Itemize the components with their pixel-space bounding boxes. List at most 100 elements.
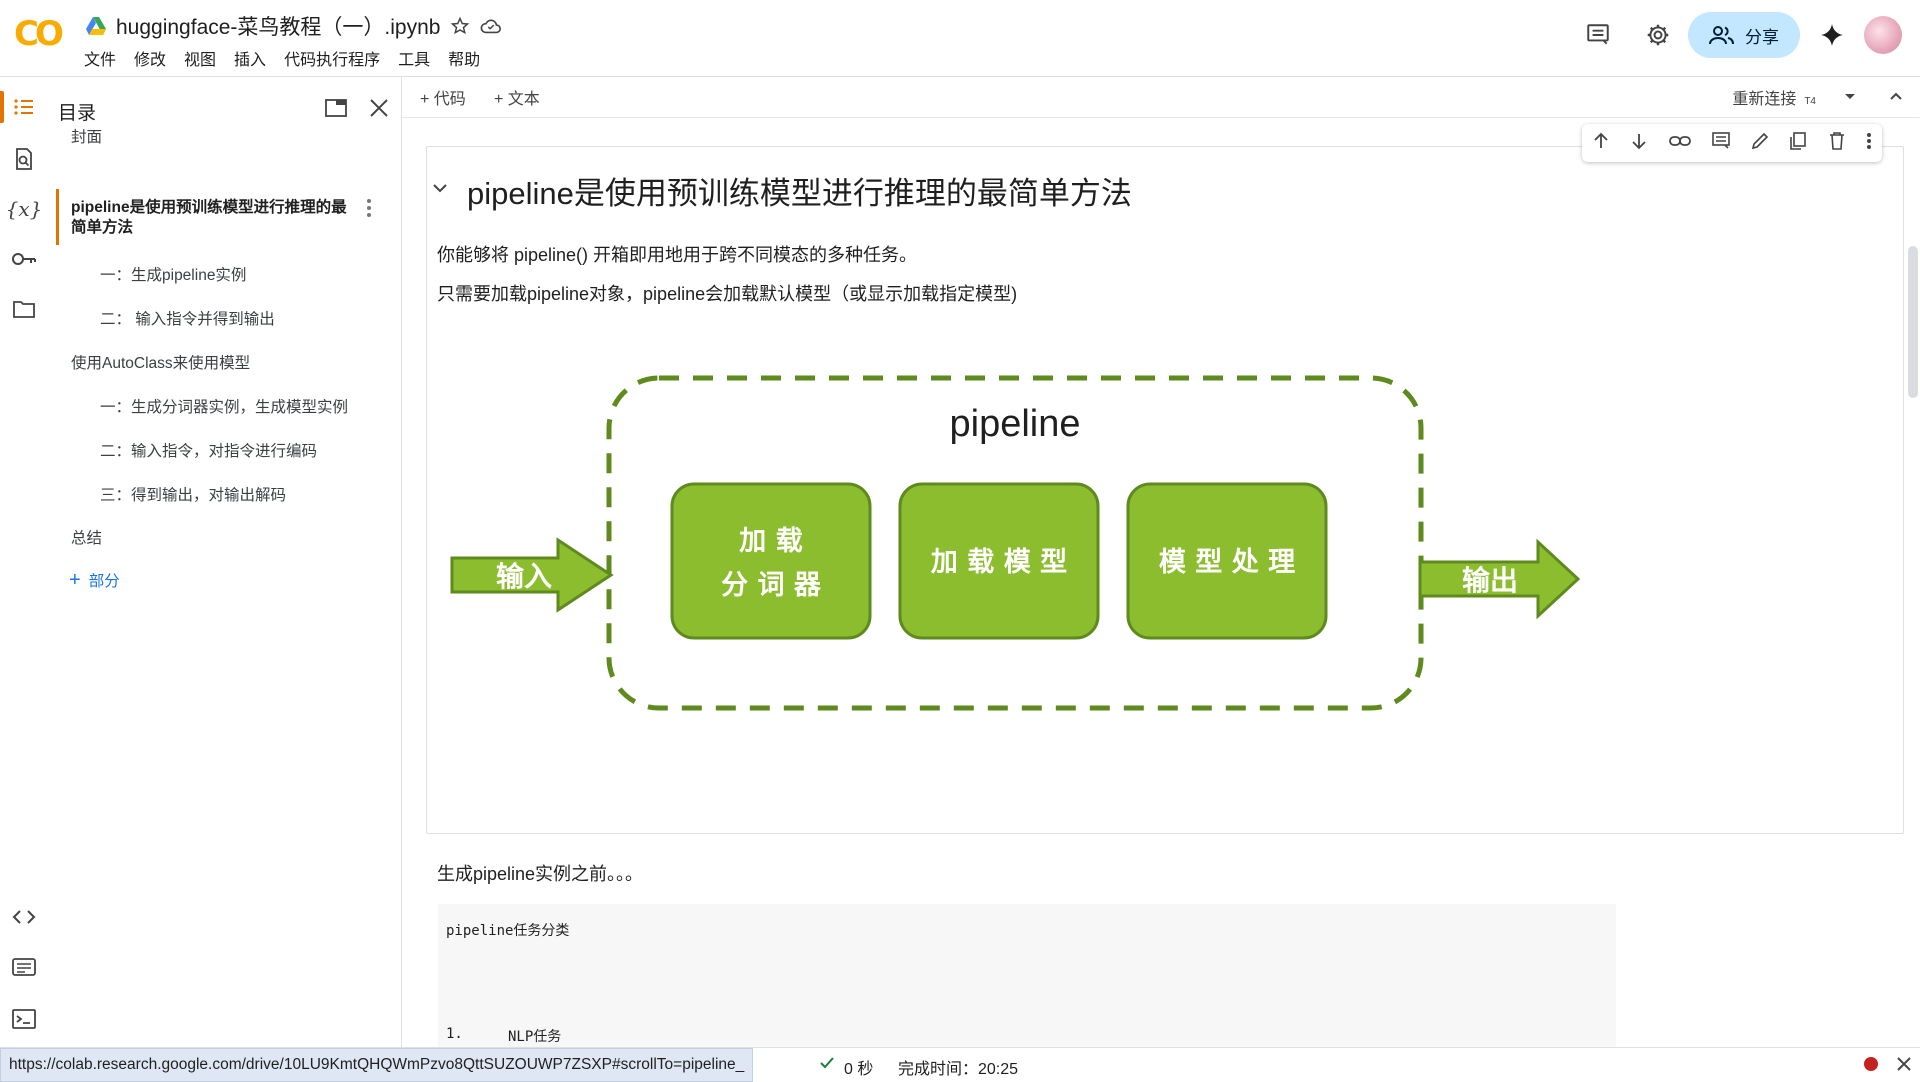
reconnect-label: 重新连接	[1732, 91, 1797, 108]
move-down-icon[interactable]	[1630, 132, 1648, 155]
delete-icon[interactable]	[1828, 131, 1846, 156]
open-in-tab-icon[interactable]	[324, 97, 348, 124]
box-model-process	[1126, 482, 1328, 640]
toc-icon[interactable]	[8, 91, 40, 123]
toc-item-create-pipeline[interactable]: 一：生成pipeline实例	[100, 267, 247, 284]
status-bar: https://colab.research.google.com/drive/…	[0, 1047, 1920, 1082]
top-header: CO huggingface-菜鸟教程（一）.ipynb 文件 修改 视图 插入…	[0, 0, 1920, 77]
add-text-button[interactable]: + 文本	[494, 91, 540, 108]
runtime-type: T4	[1804, 96, 1816, 107]
star-icon[interactable]	[450, 16, 470, 36]
toc-item-summary[interactable]: 总结	[71, 530, 103, 547]
move-up-icon[interactable]	[1592, 132, 1610, 155]
add-section-button[interactable]: + 部分	[69, 569, 120, 592]
plus-icon: +	[69, 569, 81, 591]
text-cell[interactable]	[426, 146, 1904, 834]
reconnect-button[interactable]: 重新连接 T4	[1732, 85, 1816, 109]
output-label: 输出	[1462, 564, 1518, 597]
after-cell-text: 生成pipeline实例之前。。。	[437, 864, 644, 884]
toc-panel: 目录 封面 pipeline是使用预训练模型进行推理的最简单方法 一：生成pip…	[48, 77, 402, 1047]
menu-bar: 文件 修改 视图 插入 代码执行程序 工具 帮助	[84, 46, 480, 70]
menu-insert[interactable]: 插入	[234, 52, 267, 69]
pipeline-boundary	[606, 375, 1424, 711]
cell-add-toolbar: + 代码 + 文本 重新连接 T4	[402, 77, 1920, 117]
completion-time: 完成时间：20:25	[898, 1061, 1019, 1078]
mirror-cell-icon[interactable]	[1789, 131, 1807, 156]
toc-title: 目录	[58, 103, 97, 124]
link-icon[interactable]	[1668, 134, 1691, 153]
box-model-process-label: 模 型 处 理	[1159, 547, 1295, 578]
colab-logo[interactable]: CO	[14, 14, 64, 54]
execution-duration: 0 秒	[844, 1061, 874, 1078]
menu-help[interactable]: 帮助	[448, 52, 481, 69]
add-section-label: 部分	[88, 573, 120, 590]
toc-item-pipeline[interactable]: pipeline是使用预训练模型进行推理的最简单方法	[71, 199, 347, 236]
share-label: 分享	[1745, 27, 1779, 47]
toc-item-tokenizer[interactable]: 一：生成分词器实例，生成模型实例	[100, 399, 349, 416]
menu-runtime[interactable]: 代码执行程序	[284, 52, 381, 69]
comment-icon[interactable]	[1568, 22, 1628, 48]
cloud-saved-icon[interactable]	[480, 16, 502, 36]
terminal-icon[interactable]	[8, 1003, 40, 1035]
more-vert-icon[interactable]	[366, 198, 372, 223]
notebook-title[interactable]: huggingface-菜鸟教程（一）.ipynb	[116, 16, 441, 39]
menu-file[interactable]: 文件	[84, 52, 117, 69]
cell-toolbar	[1582, 124, 1882, 162]
toc-item-input-output[interactable]: 二： 输入指令并得到输出	[100, 311, 275, 328]
chevron-up-icon[interactable]	[1886, 85, 1906, 112]
hover-url: https://colab.research.google.com/drive/…	[0, 1048, 754, 1082]
box-load-model-label: 加 载 模 型	[931, 547, 1067, 578]
secrets-key-icon[interactable]	[8, 243, 40, 275]
toc-item-cover[interactable]: 封面	[71, 129, 103, 146]
close-icon[interactable]	[368, 97, 390, 124]
cell-paragraph-1: 你能够将 pipeline() 开箱即用地用于跨不同模态的多种任务。	[437, 245, 918, 265]
share-button[interactable]: 分享	[1688, 12, 1800, 58]
input-arrow	[450, 537, 614, 613]
box-load-tokenizer-line1: 加 载	[739, 526, 802, 557]
code-snippets-icon[interactable]	[8, 901, 40, 933]
menu-tools[interactable]: 工具	[398, 52, 431, 69]
collapse-chevron-icon[interactable]	[430, 178, 450, 203]
code-line-1: pipeline任务分类	[446, 923, 570, 939]
code-line-2: NLP任务	[508, 1029, 562, 1045]
toc-item-decode[interactable]: 三：得到输出，对输出解码	[100, 487, 287, 504]
box-load-model	[898, 482, 1100, 640]
title-row: huggingface-菜鸟教程（一）.ipynb	[86, 12, 502, 40]
comment-cell-icon[interactable]	[1711, 131, 1731, 156]
output-arrow	[1418, 538, 1581, 620]
more-options-icon[interactable]	[1866, 132, 1872, 155]
diagram-title: pipeline	[950, 403, 1081, 445]
status-close-icon[interactable]	[1896, 1056, 1912, 1077]
box-load-tokenizer-line2: 分 词 器	[721, 570, 822, 601]
code-line-2-number: 1.	[446, 1026, 463, 1042]
edit-pencil-icon[interactable]	[1751, 132, 1769, 155]
gemini-sparkle-icon[interactable]	[1800, 23, 1864, 47]
left-rail: {x}	[0, 77, 48, 1047]
menu-view[interactable]: 视图	[184, 52, 217, 69]
box-load-tokenizer	[670, 482, 872, 640]
chevron-down-icon[interactable]	[1840, 85, 1860, 112]
settings-gear-icon[interactable]	[1628, 22, 1688, 48]
add-code-button[interactable]: + 代码	[420, 91, 466, 108]
people-icon	[1709, 26, 1734, 45]
command-palette-icon[interactable]	[8, 951, 40, 983]
variables-icon[interactable]: {x}	[5, 197, 43, 221]
cell-paragraph-2: 只需要加载pipeline对象，pipeline会加载默认模型（或显示加载指定模…	[437, 284, 1018, 304]
rail-active-indicator	[0, 91, 4, 123]
pipeline-diagram: pipeline 输入 加 载 分 词 器 加 载 模 型 模 型 处 理 输出	[450, 375, 1581, 711]
toc-selected-indicator	[56, 189, 359, 245]
code-block: pipeline任务分类 1. NLP任务	[438, 904, 1616, 1054]
files-folder-icon[interactable]	[8, 293, 40, 325]
drive-icon	[86, 17, 106, 35]
input-label: 输入	[496, 560, 552, 593]
toc-item-encode[interactable]: 二：输入指令，对指令进行编码	[100, 443, 318, 460]
recording-dot-icon	[1864, 1057, 1878, 1071]
toc-item-autoclass[interactable]: 使用AutoClass来使用模型	[71, 355, 251, 372]
check-icon	[818, 1054, 836, 1077]
find-icon[interactable]	[8, 143, 40, 175]
user-avatar[interactable]	[1864, 16, 1902, 54]
cell-heading: pipeline是使用预训练模型进行推理的最简单方法	[467, 176, 1132, 211]
scrollbar-thumb[interactable]	[1908, 246, 1918, 398]
header-actions: 分享	[1568, 12, 1920, 58]
menu-edit[interactable]: 修改	[134, 52, 167, 69]
